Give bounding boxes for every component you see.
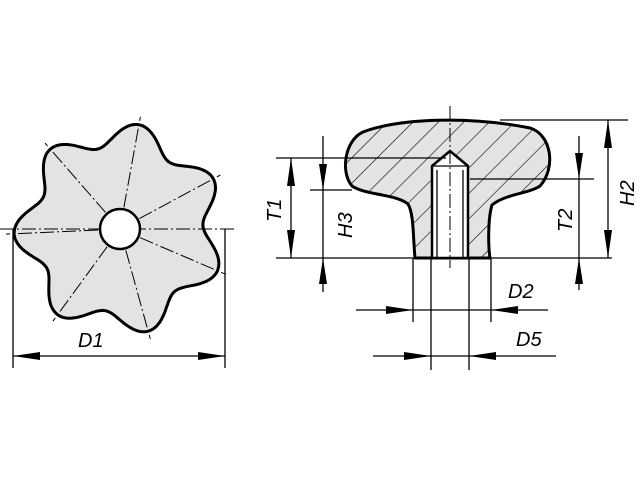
- bore-circle: [98, 207, 142, 251]
- radial-centerline: [139, 174, 221, 220]
- d5-label: D5: [516, 329, 542, 351]
- radial-centerline: [125, 250, 151, 340]
- radial-centerline: [140, 237, 225, 275]
- d2-dimension: D2: [356, 258, 548, 322]
- h3-dimension: H3: [319, 136, 357, 292]
- radial-centerline: [52, 246, 108, 322]
- d1-label: D1: [78, 330, 104, 352]
- section-view: T1 H3 T2 H2 D2: [264, 106, 639, 370]
- t2-label: T2: [555, 209, 577, 232]
- h2-label: H2: [617, 180, 639, 206]
- d2-label: D2: [508, 281, 534, 303]
- radial-centerline: [6, 229, 99, 235]
- radial-centerline: [44, 142, 106, 213]
- t1-dimension: T1: [264, 158, 295, 258]
- d1-dimension: D1: [12, 229, 226, 368]
- t1-label: T1: [264, 199, 286, 222]
- h2-dimension: H2: [604, 120, 639, 258]
- top-view: D1: [0, 116, 234, 368]
- t2-dimension: T2: [555, 136, 583, 290]
- radial-centerline: [123, 116, 141, 208]
- d5-dimension: D5: [373, 258, 556, 370]
- h3-label: H3: [335, 212, 357, 238]
